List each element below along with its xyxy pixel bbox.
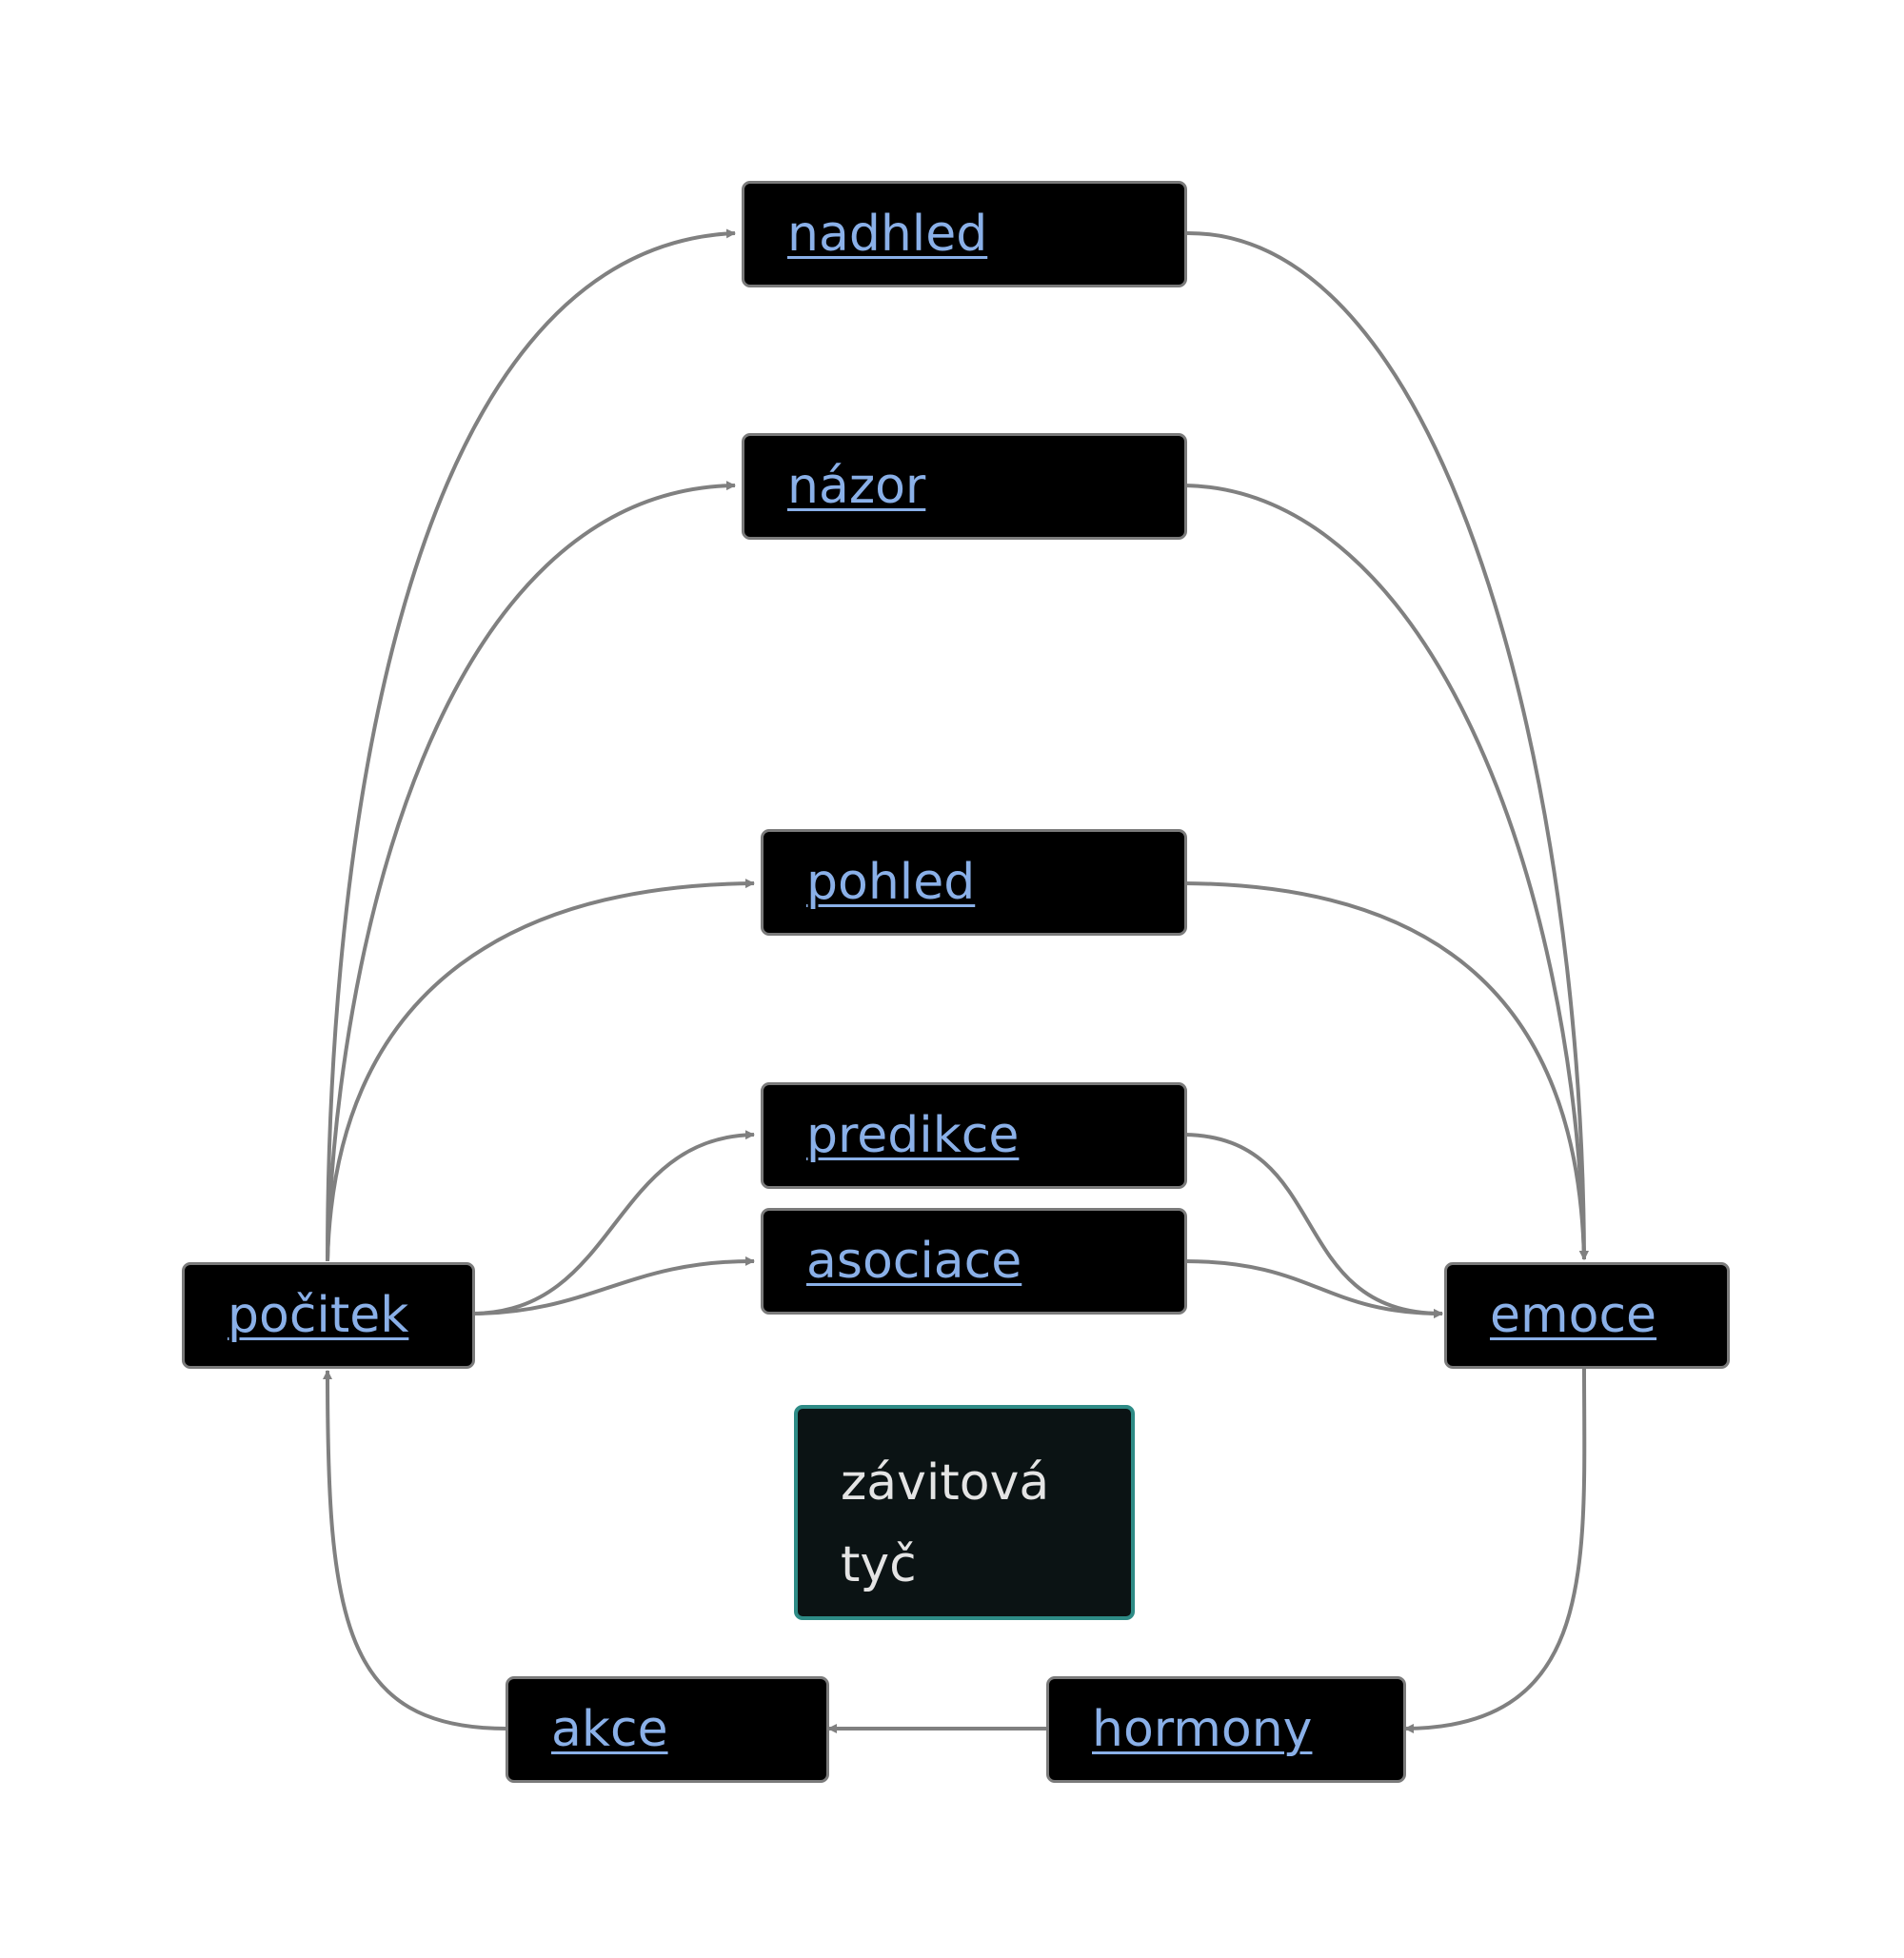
node-nazor-link[interactable]: názor [787,458,926,515]
edge-pocitek-predikce [470,1130,755,1315]
node-asociace[interactable]: asociace [761,1208,1187,1315]
node-nadhled[interactable]: nadhled [742,181,1187,287]
node-pocitek-link[interactable]: počitek [228,1287,409,1344]
node-predikce[interactable]: predikce [761,1082,1187,1189]
note-line-1: závitová [841,1454,1050,1512]
edge-pocitek-pohled [326,879,755,1262]
node-pocitek[interactable]: počitek [182,1262,475,1369]
edge-nazor-emoce [1184,484,1589,1260]
node-hormony-link[interactable]: hormony [1092,1701,1313,1758]
node-emoce-link[interactable]: emoce [1490,1287,1657,1344]
edge-predikce-emoce [1184,1133,1443,1318]
edge-nadhled-emoce [1184,230,1589,1260]
edge-akce-pocitek [323,1370,507,1731]
note-zavitova-tyc: závitová tyč [794,1405,1135,1620]
edge-pohled-emoce [1184,881,1589,1260]
note-line-2: tyč [841,1536,917,1593]
node-emoce[interactable]: emoce [1444,1262,1730,1369]
node-nadhled-link[interactable]: nadhled [787,206,988,263]
node-akce[interactable]: akce [506,1676,829,1783]
node-asociace-link[interactable]: asociace [806,1233,1022,1290]
node-predikce-link[interactable]: predikce [806,1107,1020,1164]
edge-emoce-hormony [1404,1367,1587,1733]
edge-pocitek-nadhled [326,228,736,1262]
edge-asociace-emoce [1184,1259,1443,1318]
node-nazor[interactable]: názor [742,433,1187,540]
node-pohled-link[interactable]: pohled [806,854,976,911]
edge-pocitek-nazor [326,481,736,1262]
node-pohled[interactable]: pohled [761,829,1187,936]
edge-pocitek-asociace [470,1256,755,1315]
node-akce-link[interactable]: akce [551,1701,668,1758]
node-hormony[interactable]: hormony [1046,1676,1406,1783]
